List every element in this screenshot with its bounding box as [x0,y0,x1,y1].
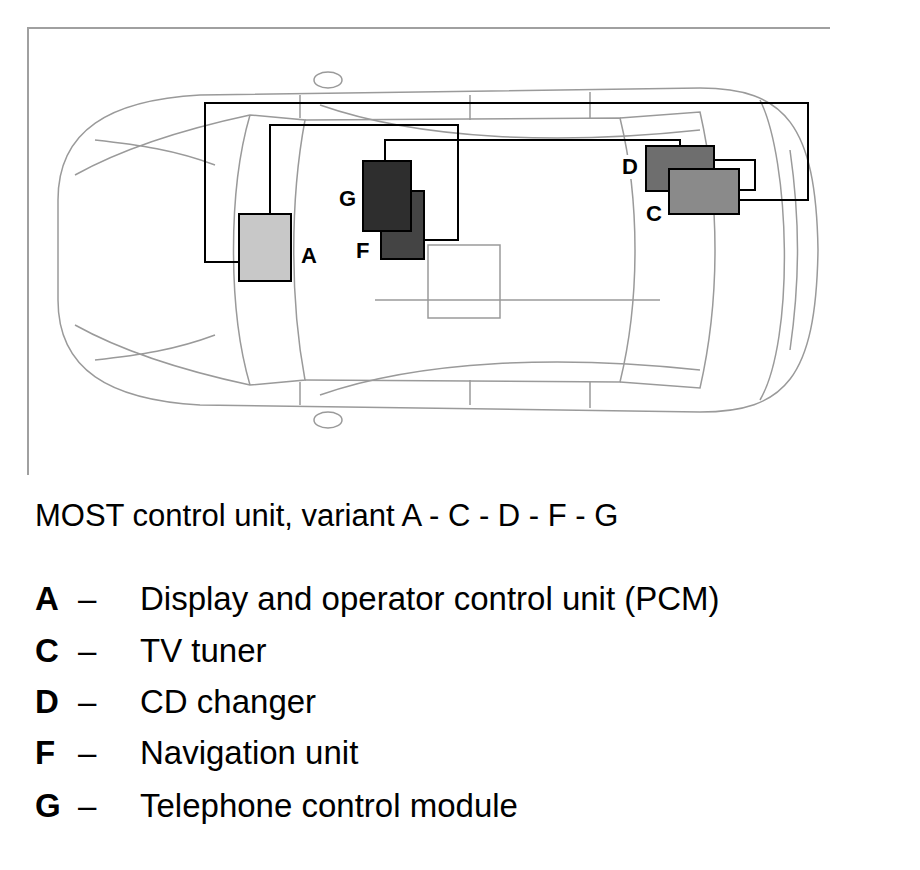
caption: MOST control unit, variant A - C - D - F… [35,498,618,534]
car-body [58,88,818,412]
rear-end [760,100,798,400]
most-ring-wire [270,125,458,240]
unit-letter: D [621,155,639,179]
side-trim [320,105,700,395]
key-description: Telephone control module [140,787,518,825]
unit-letter: A [300,244,318,268]
mirror [314,72,342,88]
unit-letter: G [338,187,357,211]
frame [28,28,830,475]
key-letter: G [35,787,61,825]
key-letter: A [35,580,59,618]
roof [305,118,635,382]
most-ring-wire [205,103,808,262]
key-letter: D [35,683,59,721]
unit-letter: C [645,202,663,226]
key-dash: – [78,632,96,670]
key-description: Navigation unit [140,734,358,772]
key-description: CD changer [140,683,316,721]
unit-letter: F [355,239,370,263]
key-dash: – [78,734,96,772]
key-letter: F [35,734,55,772]
rear-window [620,112,715,388]
key-description: Display and operator control unit (PCM) [140,580,720,618]
car-front-hood [75,115,250,385]
mirror [314,412,342,428]
key-dash: – [78,580,96,618]
key-dash: – [78,683,96,721]
key-description: TV tuner [140,632,267,670]
control-unit-box: C [668,168,740,215]
key-letter: C [35,632,59,670]
key-dash: – [78,787,96,825]
control-unit-box: G [362,160,412,232]
control-unit-box: A [238,213,292,282]
